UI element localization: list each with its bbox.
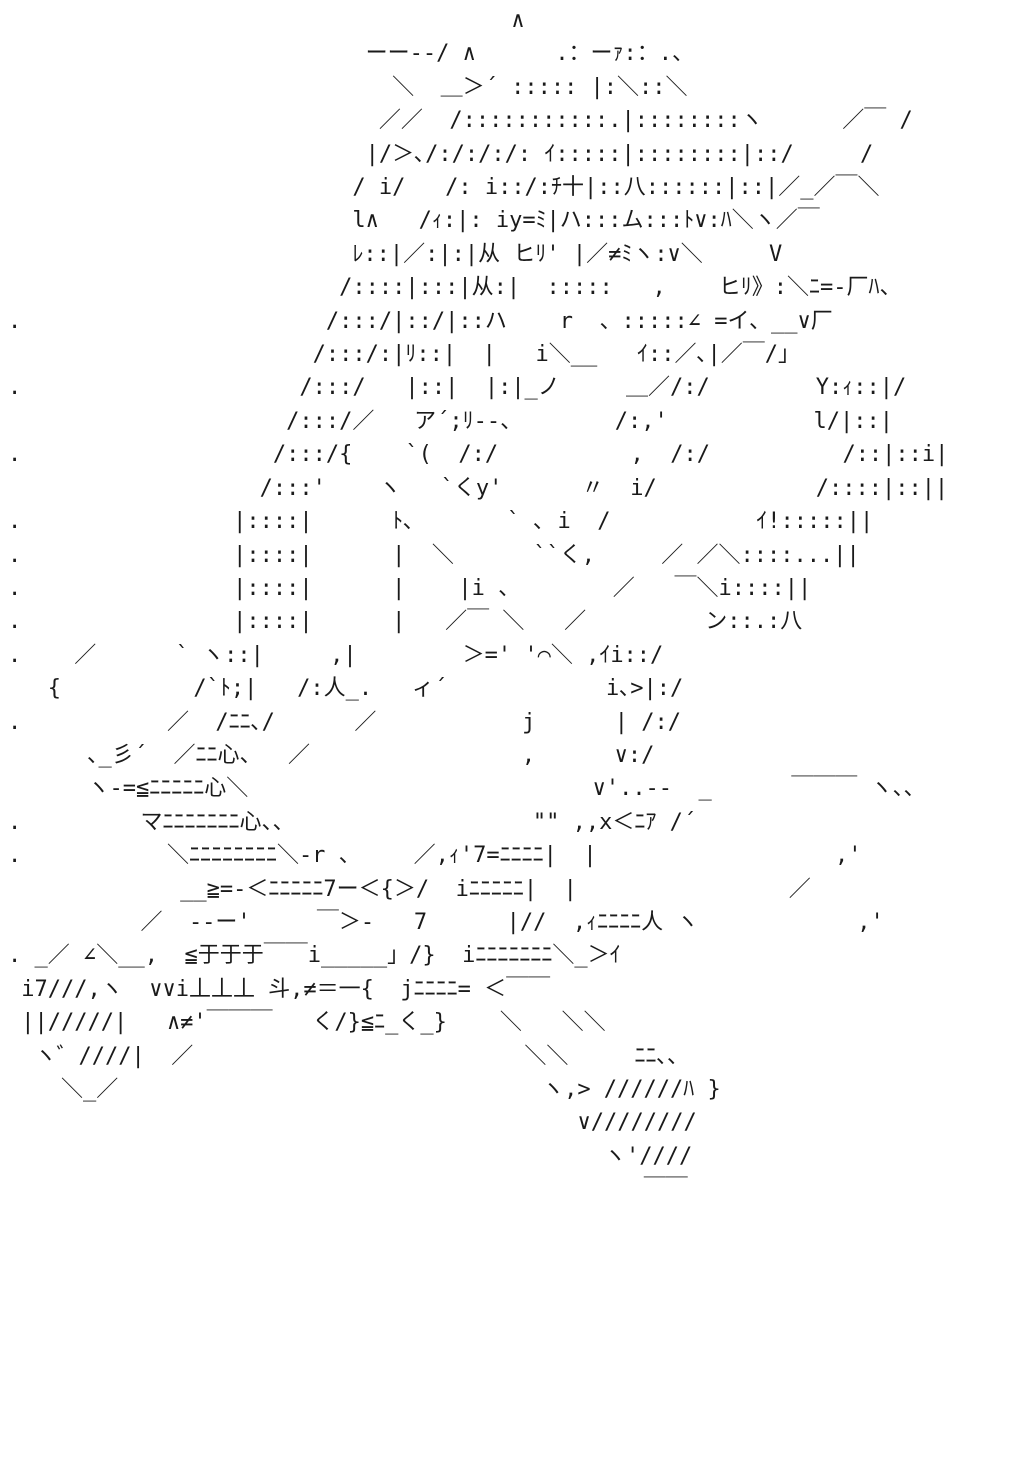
ascii-art: ∧ ーー‐‐/ ∧ .：ーｧ:：.、 ＼ ＿＞´ ::::: |:＼::＼ ／／… bbox=[8, 4, 948, 1207]
art-line: ﾚ::|／:|:|从 ヒﾘ' |／≠ﾐヽ:∨＼ V bbox=[8, 241, 783, 267]
art-line: ､_彡´ ／ﾆﾆ心、 ／ , ∨:/ bbox=[8, 742, 655, 768]
art-line: . /:::/{ `( /:/ , /:/ /::|::i| bbox=[8, 442, 949, 468]
art-line: . |::::| | ／￣ ＼ ／ ン::.:八 bbox=[8, 609, 803, 635]
art-line: . ＼ﾆﾆﾆﾆﾆﾆﾆﾆ＼‐r 、 ／,ｨ'7=ﾆﾆﾆﾆ| | ,' bbox=[8, 843, 862, 869]
art-line: . ／ ` ヽ::| ,| ＞=' '⌒＼ ,ｲi::/ bbox=[8, 642, 664, 668]
art-line: /:::/:|ﾘ::| | i＼__ ｲ::／､|／￣/」 bbox=[8, 342, 801, 368]
art-line: ーー‐‐/ ∧ .：ーｧ:：.、 bbox=[8, 41, 695, 67]
art-line: ／ ‐‐ー' ￣＞- 7 |// ,ｨﾆﾆﾆﾆ人 ヽ ,' bbox=[8, 909, 884, 935]
art-line: ||/////| ∧≠'￣￣￣ く/}≦ﾆ_く_} ＼ ＼＼ bbox=[8, 1010, 606, 1036]
art-line: . /:::/ |::| |:|_ノ ＿／/:/ Y:ｨ::|/ bbox=[8, 375, 907, 401]
art-line: ヽ゛////| ／ ＼＼ ﾆﾆ､､ bbox=[8, 1043, 679, 1069]
art-line: . ／ /ﾆﾆ､/ ／ j | /:/ bbox=[8, 709, 682, 735]
art-line: /::::|:::|从:| ::::: , ヒﾘ》:＼ﾆ=-厂ﾊ、 bbox=[8, 275, 902, 301]
art-line: { /`ﾄ;| /:人_. ィ´ i､>|:/ bbox=[8, 676, 684, 702]
art-line: ＼ ＿＞´ ::::: |:＼::＼ bbox=[8, 74, 688, 100]
art-line: ∧ bbox=[8, 8, 525, 33]
art-line: . マﾆﾆﾆﾆﾆﾆﾆ心、、 "" ,,x＜ﾆｱ /´ bbox=[8, 809, 697, 835]
art-line: ＼_／ ヽ,> //////ﾊ } bbox=[8, 1077, 721, 1102]
art-line: ￣￣ bbox=[8, 1177, 688, 1203]
art-line: . /:::/|::/|::ハ r 、:::::∠ =イ、__∨厂 bbox=[8, 308, 833, 334]
art-line: . _／ ∠＼__, ≦于于于￣￣i_____」/} iﾆﾆﾆﾆﾆﾆﾆ＼_＞ｲ bbox=[8, 943, 621, 969]
art-line: ヽ‐=≦ﾆﾆﾆﾆﾆ心＼ ∨'..-- _ ￣￣￣ ヽ、、 bbox=[8, 776, 926, 802]
art-line: . |::::| | |i 、 ／ ￣＼i::::|| bbox=[8, 575, 812, 601]
art-line: . |::::| | ＼ ``く, ／ ／＼::::...|| bbox=[8, 542, 860, 568]
art-line: ∨//////// bbox=[8, 1110, 697, 1136]
art-line: / i/ /: i::/:ﾁ十|::八::::::|::|／_／￣＼ bbox=[8, 175, 880, 201]
art-line: . |::::| ﾄ､ ` ､ i / ｲ!:::::|| bbox=[8, 509, 874, 535]
art-line: l∧ /ｨ:|: iy=ﾐ|ハ:::ム:::ﾄ∨:ﾊ＼ヽ／￣ bbox=[8, 208, 820, 234]
art-line: ヽ'//// bbox=[8, 1143, 693, 1169]
art-line: |/＞､/:/:/:/: ｲ:::::|::::::::|::/ / bbox=[8, 141, 874, 167]
art-line: i7///,ヽ ∨∨i丄丄丄 斗,≠＝一{ jﾆﾆﾆﾆ= ＜￣￣ bbox=[8, 976, 551, 1002]
art-line: /:::' ヽ `くy' 〃 i/ /::::|::|| bbox=[8, 475, 949, 501]
art-line: /:::/／ ア´;ﾘ-‐、 /:,' l/|::| bbox=[8, 408, 893, 434]
art-line: __≧=‐＜ﾆﾆﾆﾆﾆ7ー＜{＞/ iﾆﾆﾆﾆﾆ| | ／ bbox=[8, 876, 811, 902]
art-line: ／／ /:::::::::::.|::::::::ヽ ／￣ / bbox=[8, 108, 913, 134]
